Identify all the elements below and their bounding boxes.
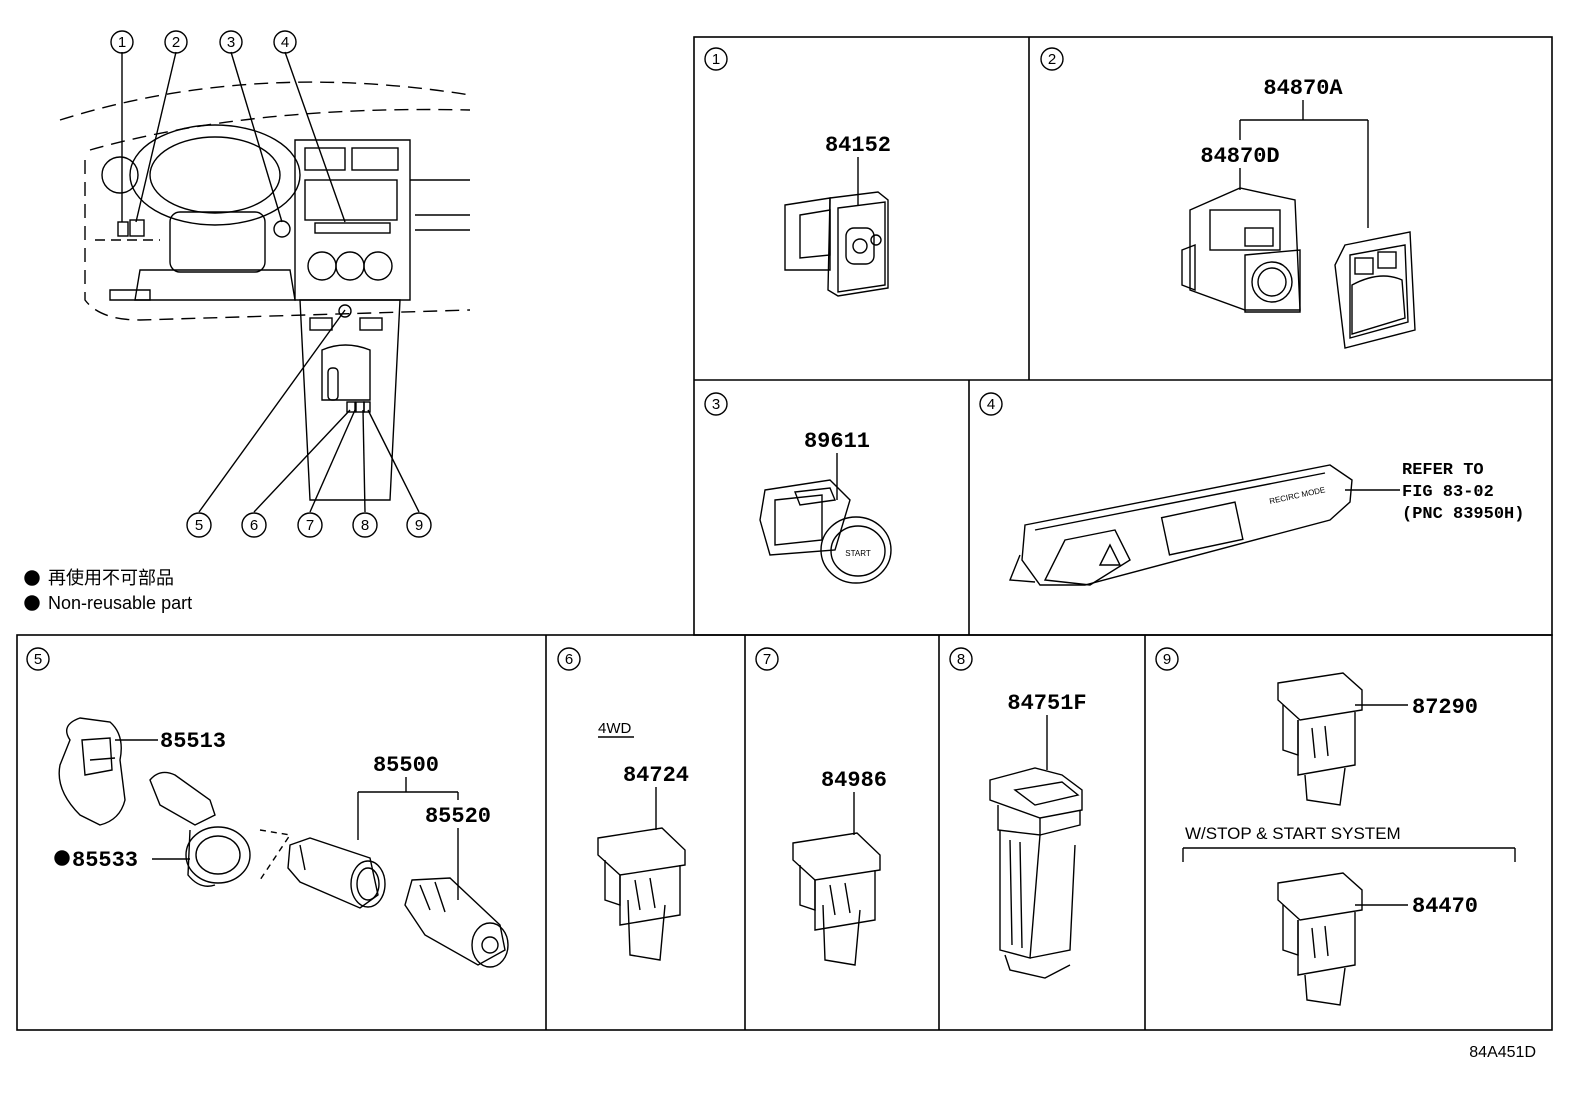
- panel-grid: [16, 36, 1553, 1031]
- part-85500: 85500: [373, 753, 439, 778]
- svg-text:RECIRC MODE: RECIRC MODE: [1269, 485, 1327, 506]
- panel-3-number: 3: [712, 396, 720, 413]
- note-refer-to: REFER TO: [1402, 461, 1484, 480]
- panel-9-number: 9: [1163, 651, 1171, 668]
- legend-en: Non-reusable part: [48, 593, 192, 613]
- note-pnc: (PNC 83950H): [1402, 505, 1524, 524]
- panel-7: 7 84986: [755, 647, 887, 966]
- callout-2: 2: [172, 34, 180, 51]
- push-start-switch-part: START: [759, 479, 892, 584]
- panel-1: 1 84152: [704, 47, 891, 297]
- panel-5-number: 5: [34, 651, 42, 668]
- switch-84751F-part: [989, 767, 1083, 979]
- panel-1-number: 1: [712, 51, 720, 68]
- panel-6-number: 6: [565, 651, 573, 668]
- part-89611: 89611: [804, 429, 870, 454]
- part-84986: 84986: [821, 768, 887, 793]
- socket-cover-part: [58, 717, 126, 826]
- condition-stop-start: W/STOP & START SYSTEM: [1185, 824, 1401, 843]
- socket-holder-part: [149, 771, 251, 887]
- part-84751F: 84751F: [1007, 691, 1086, 716]
- panel-7-number: 7: [763, 651, 771, 668]
- part-85513: 85513: [160, 729, 226, 754]
- condition-4wd: 4WD: [598, 720, 632, 737]
- legend-jp: 再使用不可部品: [48, 568, 174, 588]
- callout-4: 4: [281, 34, 289, 51]
- note-fig: FIG 83-02: [1402, 483, 1494, 502]
- part-84870D: 84870D: [1200, 144, 1279, 169]
- panel-2-number: 2: [1048, 51, 1056, 68]
- panel-2: 2 84870A 84870D: [1040, 47, 1416, 349]
- part-84724: 84724: [623, 763, 689, 788]
- part-85533: 85533: [72, 848, 138, 873]
- switch-bezel-part: [1334, 231, 1416, 349]
- switch-84986-part: [792, 832, 881, 966]
- part-84152: 84152: [825, 133, 891, 158]
- 4wd-switch-part: [597, 827, 686, 961]
- callout-8: 8: [361, 517, 369, 534]
- part-85520: 85520: [425, 804, 491, 829]
- power-outlet-socket-part: [287, 837, 386, 909]
- callout-3: 3: [227, 34, 235, 51]
- callout-1: 1: [118, 34, 126, 51]
- cigarette-lighter-part: [404, 877, 509, 968]
- figure-code: 84A451D: [1469, 1044, 1536, 1061]
- legend: 再使用不可部品 Non-reusable part: [24, 568, 192, 613]
- switch-87290-part: [1277, 672, 1363, 806]
- mirror-control-switch-part: [1181, 187, 1301, 313]
- part-84470: 84470: [1412, 894, 1478, 919]
- stop-start-switch-part: [1277, 872, 1363, 1006]
- panel-3: 3 89611 START: [704, 392, 892, 584]
- panel-5: 5 85513 85533 85500 85520: [26, 647, 509, 968]
- part-84870A: 84870A: [1263, 76, 1343, 101]
- panel-4-number: 4: [987, 396, 995, 413]
- panel-6: 6 4WD 84724: [557, 647, 689, 961]
- panel-8-number: 8: [957, 651, 965, 668]
- dashboard-overview: 1 2 3 4 5 6 7 8 9: [59, 30, 471, 538]
- mirror-switch-part: [784, 191, 889, 297]
- svg-text:START: START: [845, 549, 871, 558]
- hazard-switch-panel-part: RECIRC MODE: [1008, 464, 1353, 586]
- panel-8: 8 84751F: [949, 647, 1087, 979]
- callout-6: 6: [250, 517, 258, 534]
- panel-9: 9 87290 W/STOP & START SYSTEM 84470: [1155, 647, 1516, 1006]
- panel-4: 4 REFER TO FIG 83-02 (PNC 83950H) RECIRC…: [979, 392, 1524, 586]
- part-87290: 87290: [1412, 695, 1478, 720]
- callout-7: 7: [306, 517, 314, 534]
- callout-5: 5: [195, 517, 203, 534]
- callout-9: 9: [415, 517, 423, 534]
